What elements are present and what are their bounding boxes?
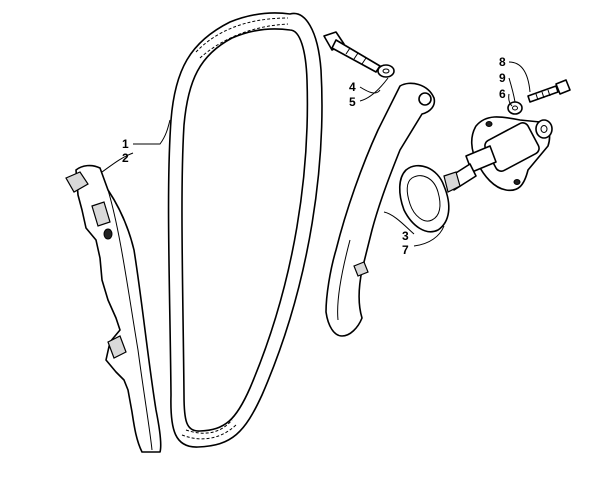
callout-2: 2 [122,151,129,165]
cam-chain [167,12,323,448]
callout-3: 3 [402,229,409,243]
gasket [398,164,450,233]
callouts: 1 2 4 5 8 9 6 3 7 [122,55,506,257]
callout-8: 8 [499,55,506,69]
callout-4: 4 [349,80,356,94]
cam-chain-tensioner [443,116,553,193]
tensioner-bolt [527,79,571,103]
callout-1: 1 [122,137,129,151]
tensioner-arm [325,82,436,337]
callout-9: 9 [499,71,506,85]
washer [377,64,395,78]
callout-7: 7 [402,243,409,257]
callout-5: 5 [349,95,356,109]
chain-guide [65,164,162,453]
guide-bolt [323,31,381,73]
leader-lines [101,61,531,247]
callout-6: 6 [499,87,506,101]
